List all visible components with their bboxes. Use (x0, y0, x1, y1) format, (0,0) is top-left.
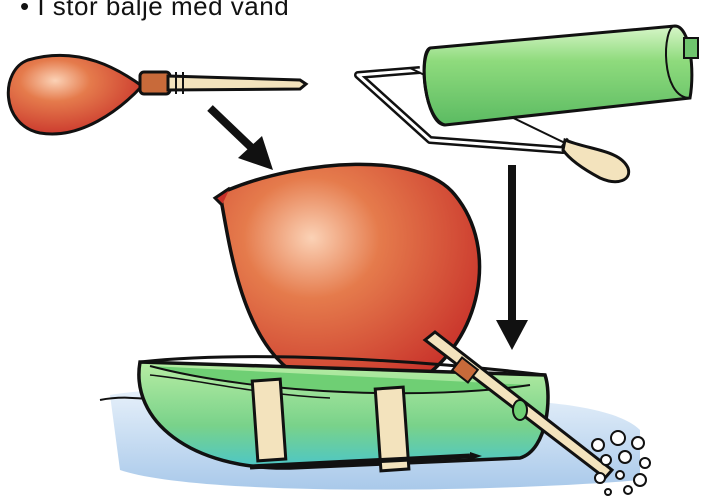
small-balloon-icon (8, 55, 306, 134)
down-arrow-icon (496, 165, 528, 350)
tin-can-icon (424, 26, 698, 125)
diagonal-arrow-icon (210, 108, 273, 170)
